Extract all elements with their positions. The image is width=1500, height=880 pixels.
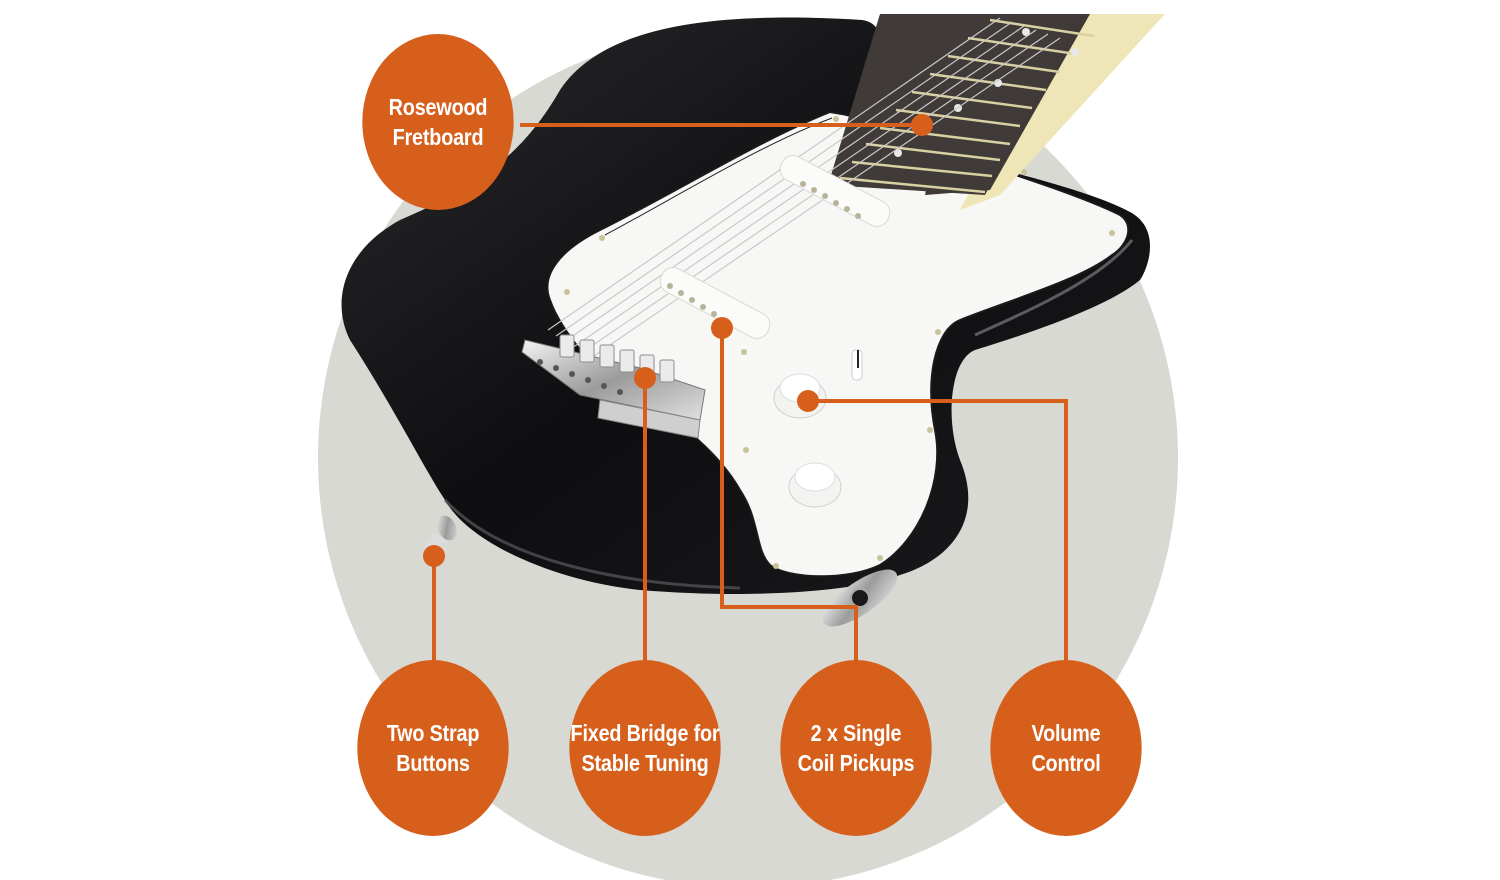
- callout-text-line: Two Strap: [386, 720, 480, 746]
- callout-text-line: Coil Pickups: [797, 750, 915, 776]
- anchor-dots: [423, 114, 933, 567]
- bridge: [521, 334, 706, 439]
- connector-lines: [432, 123, 1068, 662]
- connector-volume-control: [808, 399, 1068, 662]
- callout-text-line: Control: [1031, 750, 1101, 776]
- callout-text-line: Buttons: [396, 750, 470, 776]
- callout-two-strap-buttons: Two Strap Buttons: [357, 660, 509, 836]
- callout-text-line: Fretboard: [392, 124, 484, 150]
- callout-rosewood-fretboard: Rosewood Fretboard: [362, 34, 514, 210]
- anchor-dot-volume: [797, 390, 819, 412]
- callout-text-line: 2 x Single: [810, 720, 902, 746]
- callout-text-line: Fixed Bridge for: [570, 720, 720, 746]
- pickguard: [546, 110, 1130, 578]
- anchor-dot-strap-button: [423, 545, 445, 567]
- anchor-dot-bridge: [634, 367, 656, 389]
- callout-text-line: Stable Tuning: [581, 750, 709, 776]
- connector-single-coil-pickups: [720, 328, 858, 662]
- output-jack: [822, 569, 898, 627]
- guitar-neck: [828, 14, 1165, 210]
- anchor-dot-pickups: [711, 317, 733, 339]
- callout-text-line: Rosewood: [388, 94, 488, 120]
- callout-fixed-bridge: Fixed Bridge for Stable Tuning: [569, 660, 721, 836]
- callout-volume-control: Volume Control: [990, 660, 1142, 836]
- callout-single-coil-pickups: 2 x Single Coil Pickups: [780, 660, 932, 836]
- callout-text-line: Volume: [1031, 720, 1101, 746]
- anchor-dot-fretboard: [911, 114, 933, 136]
